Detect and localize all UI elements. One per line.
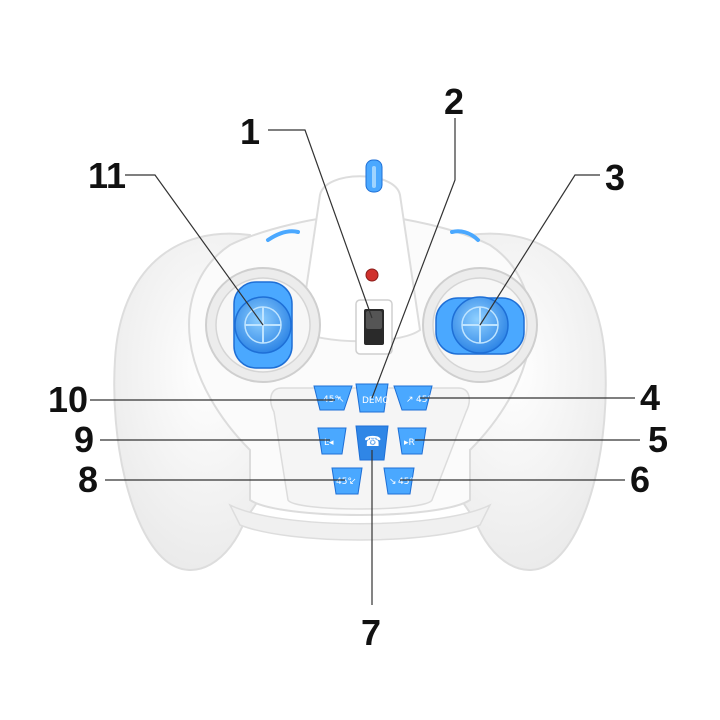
callout-7: 7	[361, 612, 381, 653]
arrow-up-left-icon: ↖	[337, 395, 345, 405]
leader-lines	[90, 118, 640, 605]
antenna	[365, 159, 383, 193]
arrow-down-left-icon: ↙	[349, 477, 357, 487]
callout-2: 2	[444, 81, 464, 122]
left-shoulder-accent	[266, 229, 300, 242]
callout-4: 4	[640, 377, 660, 418]
button-45-right-down[interactable]: ↘ 45°	[383, 467, 415, 495]
leader-3	[479, 174, 600, 326]
left-flip-button[interactable]: Ŀ◂	[317, 427, 347, 455]
callout-8: 8	[78, 459, 98, 500]
button-45-right-up[interactable]: ↗ 45°	[393, 385, 433, 411]
callout-11: 11	[88, 155, 126, 196]
callout-9: 9	[74, 419, 94, 460]
button-45-right-down-label: 45°	[398, 477, 414, 487]
leader-1	[268, 129, 373, 319]
right-shoulder-accent	[450, 229, 480, 242]
callout-10: 10	[48, 379, 88, 420]
arrow-down-right-icon: ↘	[389, 477, 397, 487]
callout-6: 6	[630, 459, 650, 500]
callout-1: 1	[240, 111, 260, 152]
demo-button-label: DEMO	[362, 396, 389, 406]
headless-mode-button[interactable]: ☎	[355, 425, 389, 461]
bottom-rim	[228, 503, 492, 541]
arrow-up-right-icon: ↗	[406, 395, 414, 405]
power-led	[365, 268, 379, 282]
callout-numbers: 1 2 3 4 5 6 7 8 9 10 11	[48, 81, 668, 653]
callout-3: 3	[605, 157, 625, 198]
right-flip-icon: ▸R	[404, 438, 415, 448]
power-switch[interactable]	[355, 299, 393, 355]
leader-2	[371, 118, 456, 399]
button-45-left-down-label: 45°	[336, 477, 352, 487]
callout-5: 5	[648, 419, 668, 460]
right-flip-button[interactable]: ▸R	[397, 427, 427, 455]
button-45-left-down[interactable]: 45° ↙	[331, 467, 363, 495]
return-home-icon: ☎	[364, 434, 381, 450]
leader-11	[125, 174, 264, 326]
button-45-right-up-label: 45°	[416, 395, 432, 405]
demo-button[interactable]: DEMO	[355, 383, 389, 413]
left-flip-icon: Ŀ◂	[324, 438, 334, 448]
controller-body	[113, 175, 607, 571]
